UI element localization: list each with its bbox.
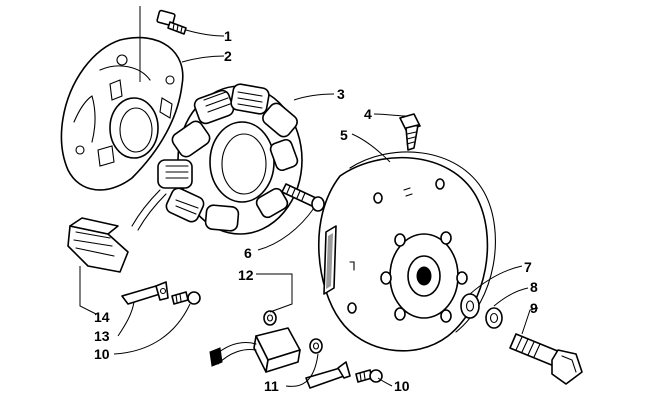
callout-labels: 1 2 3 4 5 6 7 8 9 10 10 11 12 13 14 [94,28,538,394]
leader-lines [79,6,539,387]
stator-coil-windings [165,91,263,215]
callout-14: 14 [94,309,110,325]
callout-8: 8 [530,279,538,295]
part-1-screw [156,9,187,35]
callout-11: 11 [264,378,279,394]
stator-wire [131,189,161,227]
part-11-bracket [305,338,351,389]
callout-7: 7 [524,259,532,275]
callout-13: 13 [94,328,110,344]
flywheel-holes [347,178,468,323]
part-2-stator-housing [60,36,184,191]
callout-2: 2 [224,48,232,64]
callout-12: 12 [238,267,254,283]
part-8-lock-washer [485,307,503,329]
part-6-bolt [281,183,325,212]
callout-10-left: 10 [94,346,110,362]
callout-10-right: 10 [394,378,410,394]
callout-6: 6 [244,245,252,261]
part-4-bolt [399,113,421,151]
part-10-screw-left [171,291,201,305]
callout-3: 3 [337,86,345,102]
part-13-bracket [121,281,169,305]
part-12-trigger-coil [209,310,301,373]
stator-coils [157,83,299,232]
part-7-washer [460,293,480,319]
part-10-screw-right [355,369,383,383]
callout-5: 5 [340,127,348,143]
callout-9: 9 [530,300,538,316]
part-9-flywheel-bolt [509,333,583,385]
callout-4: 4 [364,106,372,122]
callout-1: 1 [224,28,232,44]
part-14-plate [67,217,129,273]
part-3-stator [131,83,303,235]
part-5-flywheel [317,151,496,352]
